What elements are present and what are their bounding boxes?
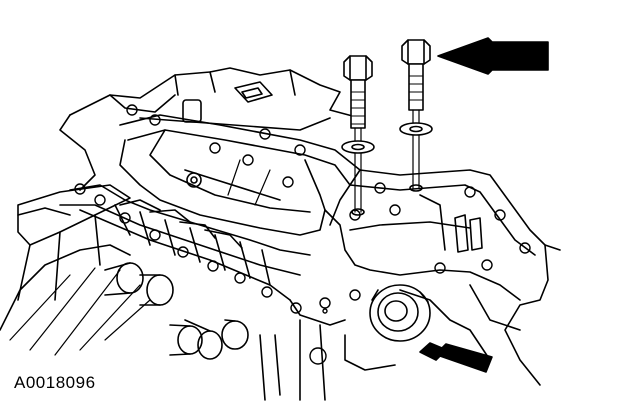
arrow-icon	[437, 37, 549, 75]
washer-icon	[341, 140, 375, 154]
bolt-left	[341, 55, 375, 216]
engine-block-left	[0, 184, 151, 356]
arrow-icon	[419, 342, 493, 373]
bolt-right	[399, 39, 433, 192]
bolt-icon	[401, 39, 431, 65]
upper-engine-block	[59, 67, 361, 191]
bolt-icon	[343, 55, 373, 81]
figure-id-label: A0018096	[14, 373, 96, 392]
front-cylinder-plugs	[104, 262, 249, 360]
oil-pan-body	[59, 114, 561, 401]
pan-bolt-holes	[74, 104, 531, 365]
washer-icon	[399, 122, 433, 136]
crankshaft-seal	[369, 284, 431, 342]
